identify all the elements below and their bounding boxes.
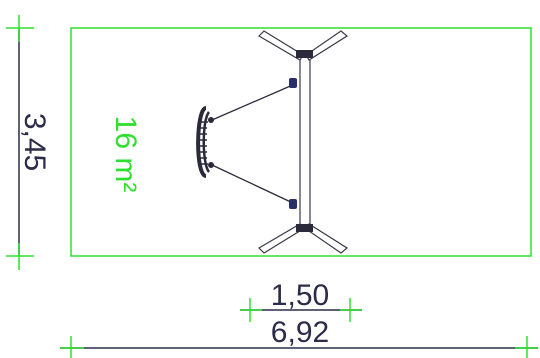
swing-chains [211,83,296,205]
total-width-dimension [60,336,538,358]
height-dimension [6,15,34,270]
area-label: 16 m² [109,116,142,193]
chain-hangers [289,78,297,209]
safety-area-boundary [70,27,532,257]
swing-frame [258,30,349,254]
swing-seat [196,106,214,178]
bottom-a-frame [258,223,349,254]
top-a-frame [258,30,349,61]
total-width-label: 6,92 [271,316,329,349]
swing-width-label: 1,50 [271,279,329,312]
swing-width-dimension [240,298,362,322]
height-dimension-label: 3,45 [18,113,51,171]
